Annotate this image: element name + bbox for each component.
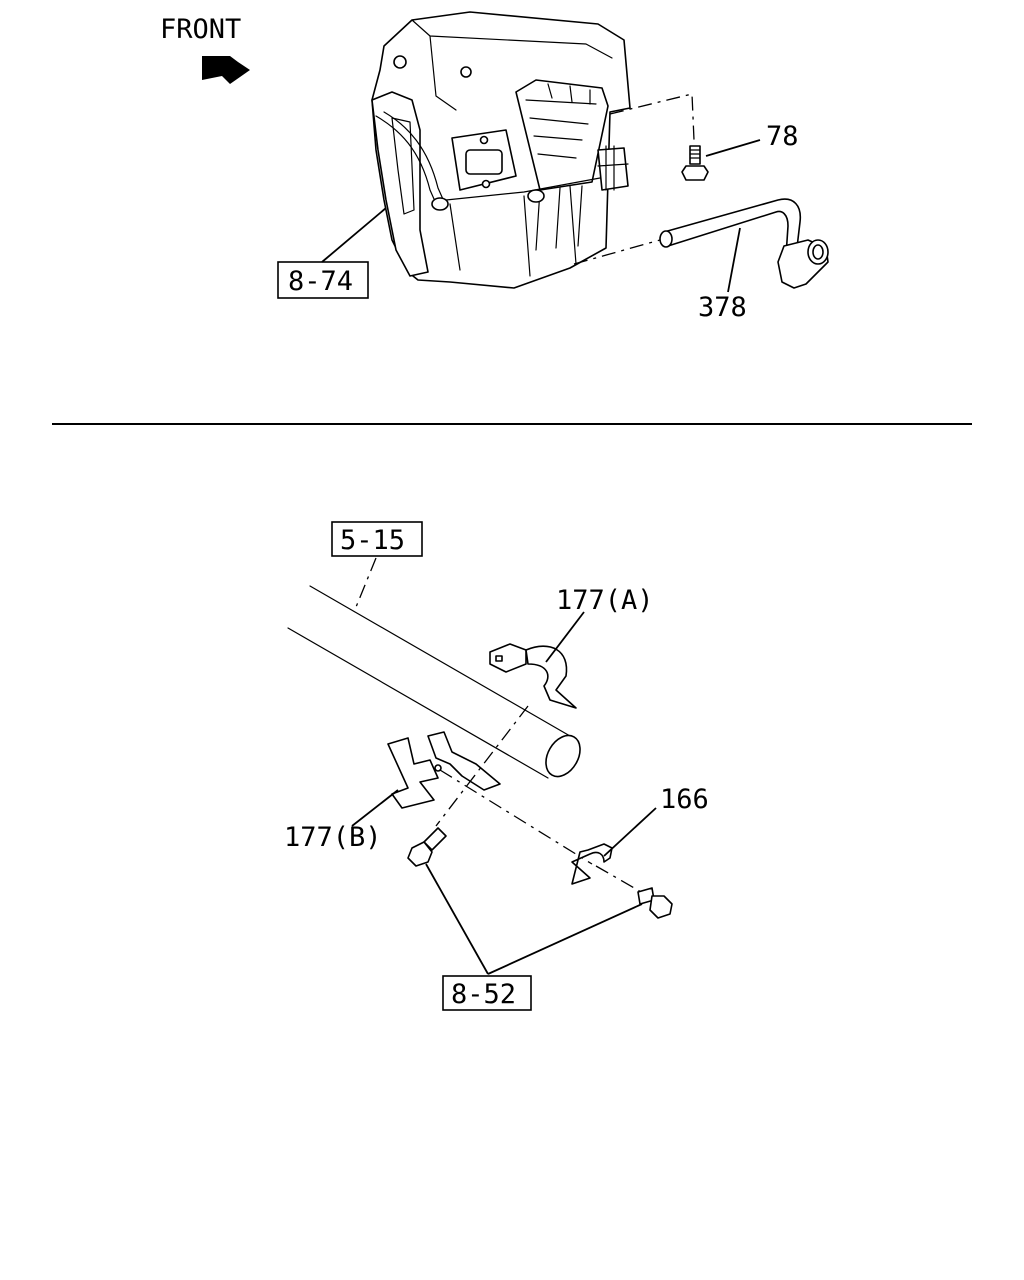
callout-166: 166 [660,784,709,815]
leader-78 [705,139,761,157]
callout-78: 78 [766,121,799,152]
callout-8-74: 8-74 [288,266,353,297]
callout-8-52: 8-52 [451,979,516,1010]
bolt-left-icon [407,827,447,867]
clamp-166-icon [571,843,613,885]
callout-378: 378 [698,292,747,323]
callout-5-15: 5-15 [340,525,405,556]
leader-177a [545,611,585,663]
dashed-guide-bolt-left [435,705,529,827]
dashed-guide-clamp [439,769,593,865]
callout-8-74-box [277,261,369,299]
front-label: FRONT [160,14,241,45]
callout-5-15-box [331,521,423,557]
leader-378 [727,227,741,293]
resistor-connector-icon [465,149,503,175]
leader-166 [603,807,657,857]
callout-177a: 177(A) [556,585,654,616]
leader-8-52-left [425,863,489,975]
front-arrow-icon [202,56,250,84]
clip-177a-icon [489,643,577,709]
drain-hose-378-icon [659,198,829,289]
heater-unit-drawing [371,11,631,289]
clip-177b-icon [387,731,501,809]
pipe-drawing [287,585,581,779]
callout-177b: 177(B) [284,822,382,853]
bolt-right-icon [637,887,673,919]
callout-8-52-box [442,975,532,1011]
leader-177b [351,789,399,827]
bolt-78-icon [681,145,709,181]
leader-8-52-right [487,903,643,975]
leader-5-15 [353,557,377,613]
leader-8-74 [321,207,387,263]
